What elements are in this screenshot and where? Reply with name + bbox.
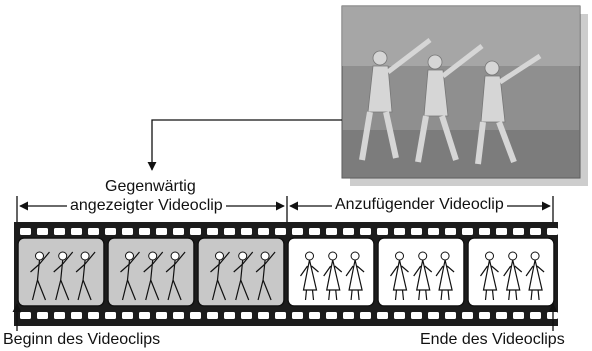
film-perforation [462, 228, 473, 235]
film-perforation [156, 228, 167, 235]
film-perforation [88, 312, 99, 319]
film-perforation [343, 228, 354, 235]
film-perforation [105, 228, 116, 235]
current-clip-label-line1: Gegenwärtig [105, 178, 196, 196]
film-perforation [496, 312, 507, 319]
film-perforation [513, 228, 524, 235]
film-perforation [105, 312, 116, 319]
film-perforation [428, 228, 439, 235]
film-perforation [20, 312, 31, 319]
film-perforation [207, 228, 218, 235]
film-perforation [207, 312, 218, 319]
film-perforation [445, 228, 456, 235]
film-perforation [360, 228, 371, 235]
clip-end-label: Ende des Videoclips [420, 331, 565, 349]
film-perforation [292, 312, 303, 319]
film-perforation [530, 228, 541, 235]
film-perforation [394, 228, 405, 235]
film-perforation [156, 312, 167, 319]
film-perforation [411, 312, 422, 319]
connector-arrow [147, 119, 342, 171]
film-perforation [309, 312, 320, 319]
film-perforation [139, 228, 150, 235]
clip-begin-label: Beginn des Videoclips [3, 331, 161, 349]
film-perforation [445, 312, 456, 319]
film-perforation [122, 312, 133, 319]
film-perforation [275, 312, 286, 319]
film-perforation [513, 312, 524, 319]
film-perforation [309, 228, 320, 235]
film-perforation [224, 228, 235, 235]
film-perforation [173, 312, 184, 319]
current-clip-frame [17, 237, 105, 307]
film-perforation [275, 228, 286, 235]
current-clip-frame [197, 237, 285, 307]
film-perforation [258, 312, 269, 319]
preview-photo [341, 5, 588, 186]
film-perforation [462, 312, 473, 319]
append-clip-frame [287, 237, 375, 307]
film-perforation [37, 228, 48, 235]
film-perforation [241, 228, 252, 235]
film-perforation [377, 312, 388, 319]
film-perforation [292, 228, 303, 235]
film-perforation [139, 312, 150, 319]
current-clip-frame [107, 237, 195, 307]
film-perforation [394, 312, 405, 319]
film-perforation [496, 228, 507, 235]
film-perforation [326, 312, 337, 319]
film-perforation [54, 312, 65, 319]
film-perforation [71, 228, 82, 235]
film-perforation [54, 228, 65, 235]
current-clip-label-line2: angezeigter Videoclip [67, 197, 226, 215]
film-perforation [88, 228, 99, 235]
film-perforation [190, 228, 201, 235]
film-perforation [241, 312, 252, 319]
film-perforation [326, 228, 337, 235]
film-perforation [258, 228, 269, 235]
film-perforation [479, 312, 490, 319]
film-perforation [479, 228, 490, 235]
film-perforation [122, 228, 133, 235]
film-perforation [428, 312, 439, 319]
film-perforation [190, 312, 201, 319]
film-perforation [20, 228, 31, 235]
film-perforation [377, 228, 388, 235]
filmstrip [14, 222, 558, 326]
append-clip-label: Anzufügender Videoclip [332, 196, 507, 214]
film-perforation [530, 312, 541, 319]
append-clip-frame [377, 237, 465, 307]
film-perforation [37, 312, 48, 319]
film-perforation [411, 228, 422, 235]
film-perforation [71, 312, 82, 319]
film-perforation [360, 312, 371, 319]
append-clip-frame [467, 237, 555, 307]
film-perforation [547, 228, 558, 235]
film-perforation [173, 228, 184, 235]
film-perforation [343, 312, 354, 319]
film-perforation [224, 312, 235, 319]
